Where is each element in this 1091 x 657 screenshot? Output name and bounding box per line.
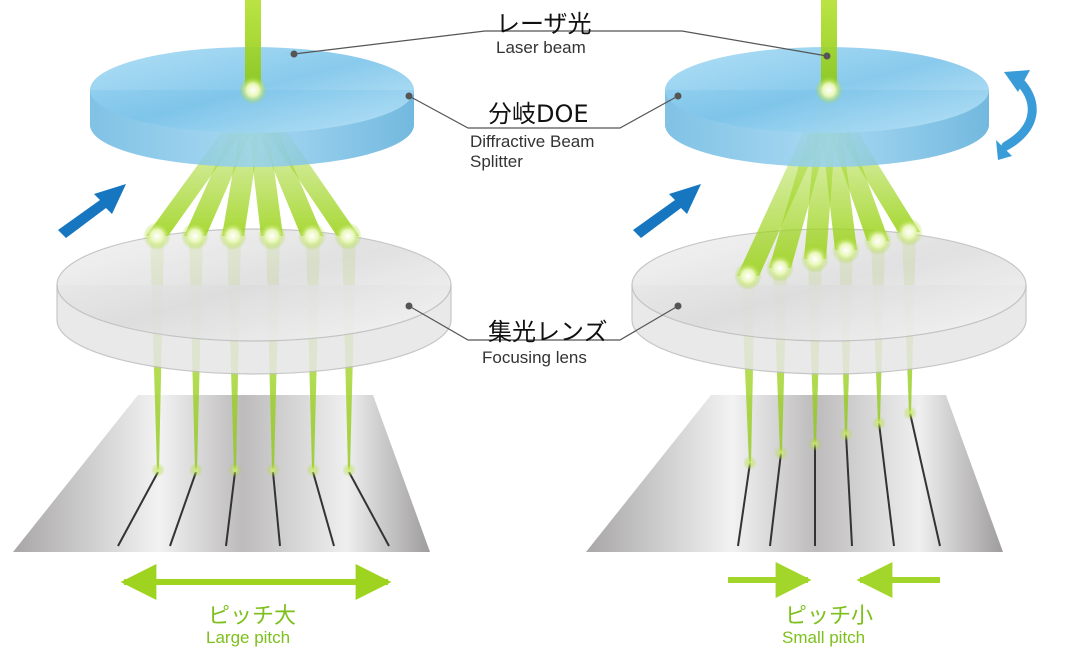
doe-label-en-line1: Diffractive Beam xyxy=(470,132,595,151)
small-pitch-label-en: Small pitch xyxy=(782,628,866,647)
large-pitch-label-jp: ピッチ大 xyxy=(208,604,297,629)
right-laser-input xyxy=(821,0,837,90)
left-work-plate xyxy=(13,395,430,552)
right-scribe-lines xyxy=(737,412,941,547)
large-pitch-label-en: Large pitch xyxy=(206,628,291,647)
right-lens-spots xyxy=(734,218,923,290)
doe-label-jp: 分岐DOE xyxy=(488,100,589,128)
left-focusing-lens xyxy=(56,228,452,375)
doe-label-en-line2: Splitter xyxy=(470,152,523,171)
small-pitch-label-jp: ピッチ小 xyxy=(785,604,874,629)
left-assembly xyxy=(13,0,452,552)
right-plate-spots xyxy=(743,406,917,470)
left-laser-input xyxy=(245,0,261,90)
left-move-arrow xyxy=(58,184,126,238)
laser-beam-label-en: Laser beam xyxy=(496,38,586,57)
right-assembly xyxy=(586,0,1037,552)
left-plate-spots xyxy=(151,463,356,477)
lens-label-en: Focusing lens xyxy=(482,348,587,367)
laser-beam-label-jp: レーザ光 xyxy=(496,10,592,38)
right-doe-entry-spot xyxy=(815,76,843,104)
lens-label-jp: 集光レンズ xyxy=(488,318,608,346)
leader-lines xyxy=(293,30,828,341)
left-scribe-lines xyxy=(117,471,390,547)
leader-dots xyxy=(290,50,831,310)
right-focusing-lens xyxy=(631,228,1027,375)
rotate-arrow-icon xyxy=(996,70,1037,160)
left-lens-spots xyxy=(143,222,362,250)
left-doe-entry-spot xyxy=(239,76,267,104)
right-work-plate xyxy=(586,395,1003,552)
right-move-arrow xyxy=(633,184,701,238)
